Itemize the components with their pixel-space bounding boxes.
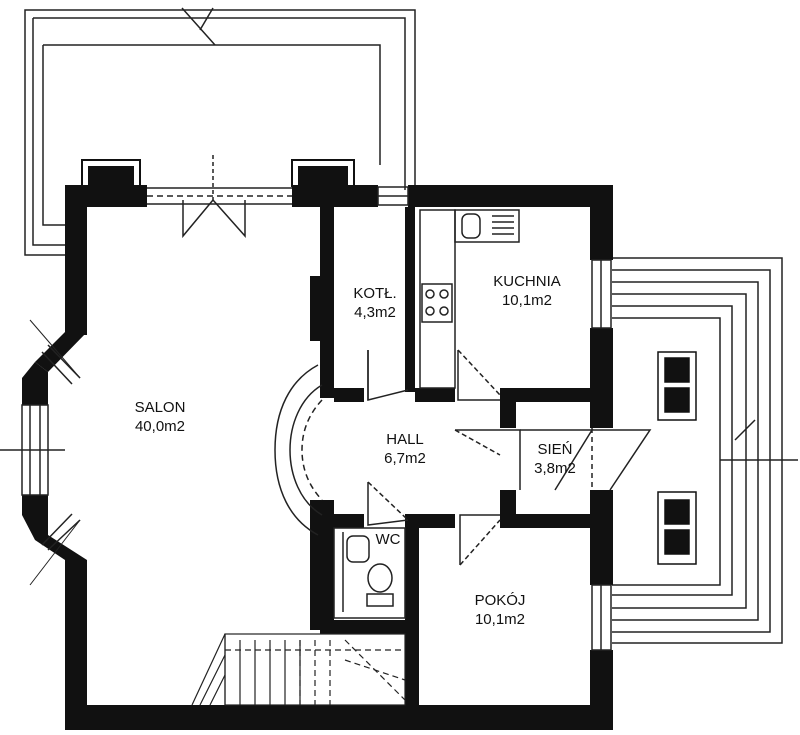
room-name: POKÓJ: [474, 592, 526, 609]
room-area: 10,1m2: [474, 611, 526, 628]
terrace-right: [612, 257, 798, 644]
room-area: 40,0m2: [134, 418, 186, 435]
kitchen-fixtures: [419, 209, 520, 389]
room-label-wc: WC: [368, 530, 408, 549]
room-label-salon: SALON 40,0m2: [110, 398, 210, 436]
room-label-kotl: KOTŁ. 4,3m2: [340, 284, 410, 322]
planter-boxes: [657, 351, 697, 565]
staircase: [191, 633, 406, 706]
room-area: 6,7m2: [384, 450, 426, 467]
walls: [22, 159, 613, 730]
room-name: SALON: [134, 399, 186, 416]
room-name: HALL: [386, 431, 424, 448]
room-label-pokoj: POKÓJ 10,1m2: [450, 591, 550, 629]
room-label-hall: HALL 6,7m2: [365, 430, 445, 468]
doors: [367, 349, 652, 566]
wc-fixtures: [333, 527, 406, 619]
terrace-top: [24, 7, 416, 256]
room-area: 3,8m2: [534, 460, 576, 477]
curved-partition: [274, 364, 323, 536]
room-name: SIEŃ: [537, 441, 573, 458]
room-name: KOTŁ.: [353, 285, 397, 302]
room-label-sien: SIEŃ 3,8m2: [520, 440, 590, 478]
room-area: 10,1m2: [501, 292, 553, 309]
room-name: WC: [375, 531, 401, 548]
room-label-kuchnia: KUCHNIA 10,1m2: [472, 272, 582, 310]
room-name: KUCHNIA: [493, 273, 561, 290]
windows: [0, 155, 612, 651]
room-area: 4,3m2: [354, 304, 396, 321]
